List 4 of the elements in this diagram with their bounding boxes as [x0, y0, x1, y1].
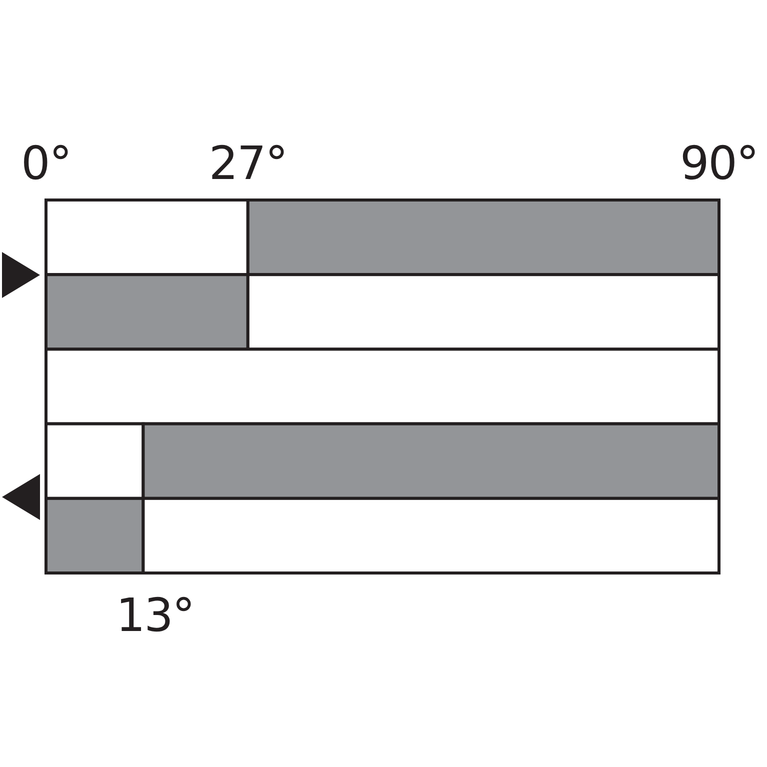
- tick-label: 90°: [680, 140, 758, 186]
- tick-label: 0°: [21, 140, 71, 186]
- angle-annotation: 13°: [116, 592, 194, 638]
- tick-label: 27°: [208, 140, 287, 186]
